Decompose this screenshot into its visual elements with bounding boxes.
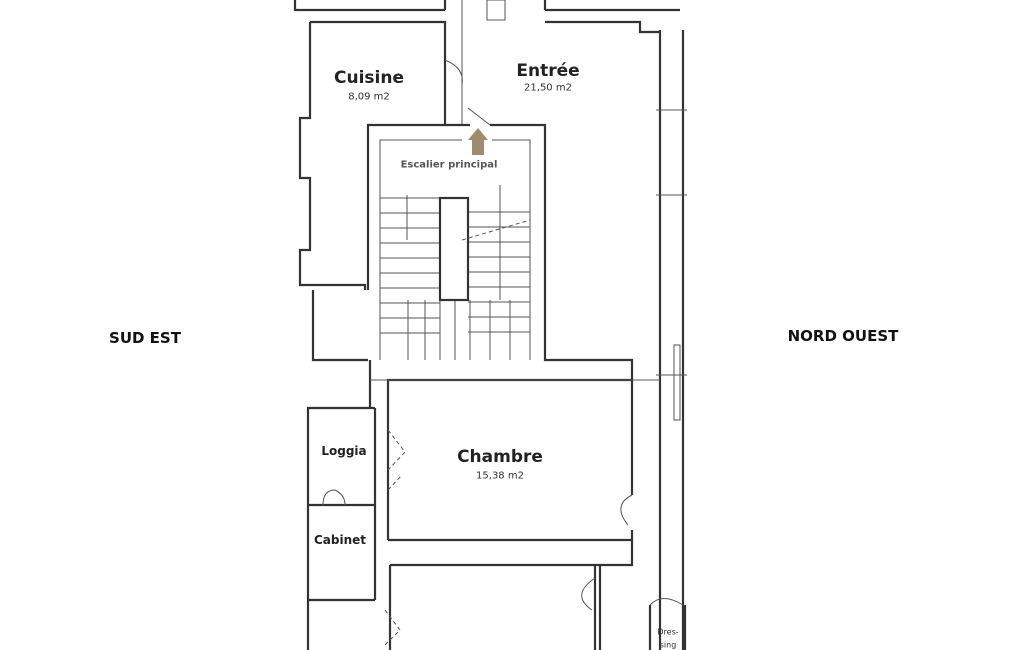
cabinet-door [322, 489, 346, 506]
door-swing [444, 59, 463, 86]
stair-steps [380, 185, 530, 360]
room-entree-name: Entrée [516, 61, 580, 81]
stair-outer-wall [366, 123, 634, 380]
entree-top-wall [545, 20, 660, 34]
orientation-left: SUD EST [109, 329, 181, 347]
dressing-walls [648, 605, 687, 650]
window-swing [387, 429, 406, 491]
room-loggia-name: Loggia [321, 444, 367, 458]
room-chambre-name: Chambre [457, 447, 543, 467]
room-entree-area: 21,50 m2 [524, 82, 572, 94]
lower-window-swing [384, 609, 401, 646]
small-room-walls [311, 290, 368, 362]
room-chambre-area: 15,38 m2 [476, 470, 524, 482]
cuisine-walls [298, 20, 447, 290]
dimension-ticks [656, 109, 687, 376]
stair-direction [461, 219, 531, 241]
entry-arrow-icon [468, 128, 488, 155]
room-dressing-line1: Dres- [657, 627, 679, 637]
room-cuisine-name: Cuisine [334, 68, 404, 88]
orientation-right: NORD OUEST [787, 327, 899, 345]
stair-door [467, 107, 491, 126]
room-cabinet-name: Cabinet [313, 533, 367, 547]
chambre-walls [388, 380, 634, 567]
right-double-wall [658, 30, 685, 650]
lower-room-walls [388, 565, 602, 650]
loggia-cabinet-walls [306, 406, 377, 650]
chimney [486, 0, 506, 21]
lower-door-swing [581, 577, 596, 611]
stair-well [438, 196, 470, 302]
top-wall [293, 0, 680, 12]
dressing-door [649, 598, 684, 606]
radiator [673, 344, 681, 421]
room-dressing-line2: sing [659, 640, 677, 650]
room-escalier-name: Escalier principal [400, 159, 498, 171]
chambre-door-swing [620, 494, 633, 526]
room-cuisine-area: 8,09 m2 [348, 91, 390, 103]
